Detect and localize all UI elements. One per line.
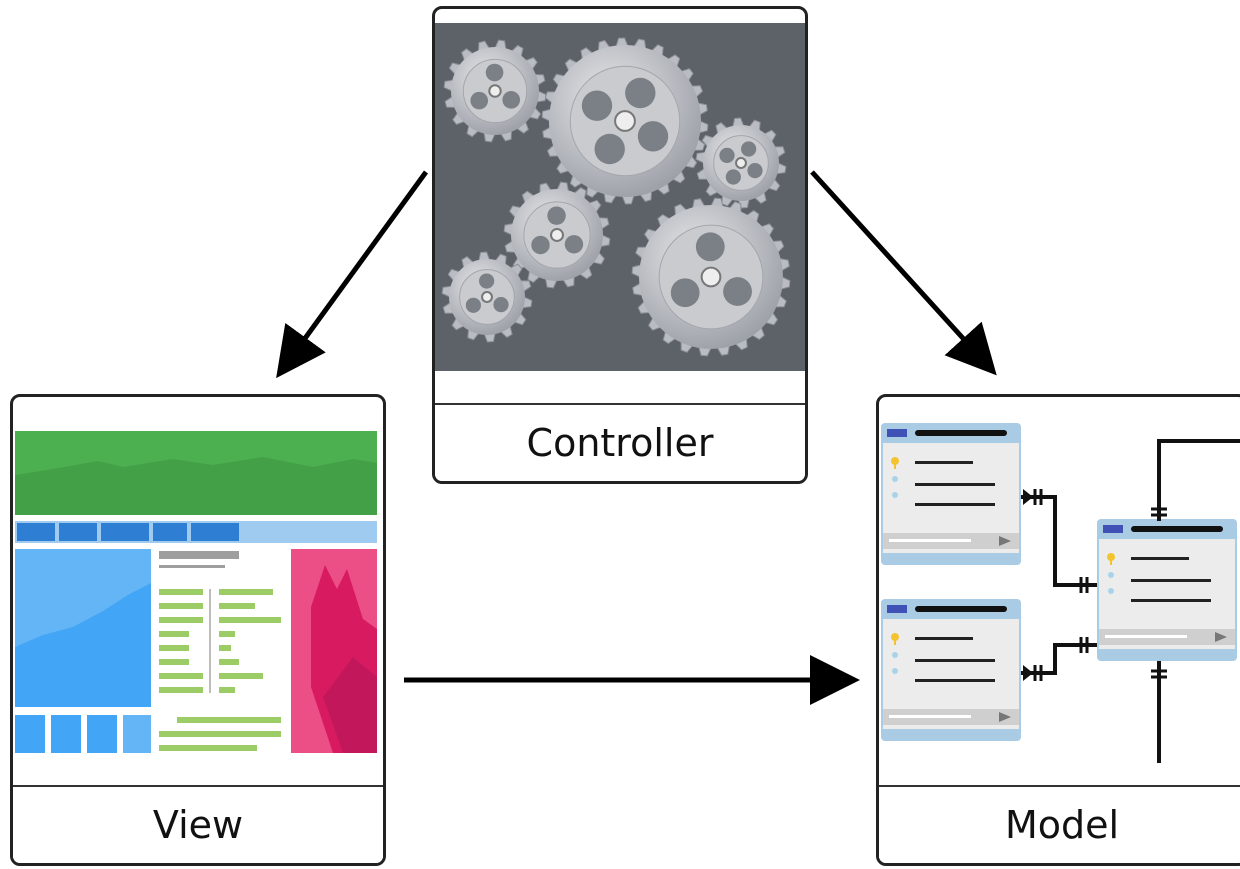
gear-icon (631, 197, 791, 357)
db-table (881, 423, 1021, 565)
gear-icon (441, 251, 533, 343)
view-box: View (10, 394, 386, 866)
gears-icon (435, 23, 805, 371)
web-page-wireframe-icon (15, 431, 377, 753)
gear-icon (695, 117, 787, 209)
controller-box: Controller (432, 6, 808, 484)
model-label: Model (879, 785, 1240, 863)
database-tables-icon (881, 423, 1240, 763)
gear-icon (541, 37, 709, 205)
view-label: View (13, 785, 383, 863)
arrow-controller-to-view (276, 170, 429, 379)
arrow-controller-to-model (810, 170, 997, 376)
db-table (1097, 519, 1237, 661)
key-icon (891, 633, 899, 641)
model-box: Model (876, 394, 1240, 866)
gear-icon (503, 181, 611, 289)
gear-icon (443, 39, 547, 143)
key-icon (1107, 553, 1115, 561)
db-table (881, 599, 1021, 741)
key-icon (891, 457, 899, 465)
controller-label: Controller (435, 403, 805, 481)
